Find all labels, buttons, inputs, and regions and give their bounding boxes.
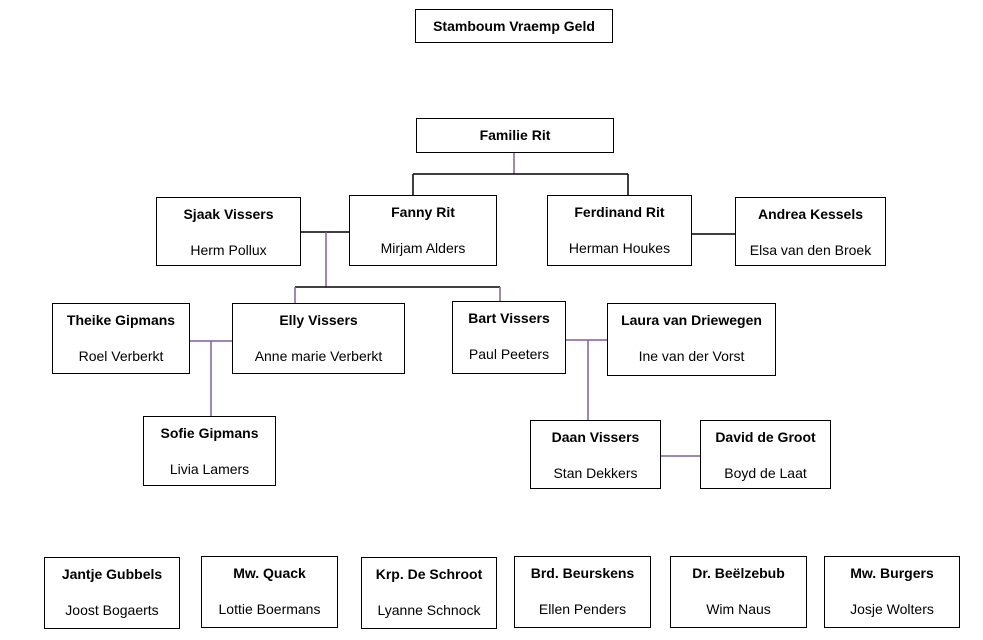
actor-name: Roel Verberkt <box>78 348 164 364</box>
character-name: Theike Gipmans <box>66 312 176 328</box>
actor-name: Ine van der Vorst <box>638 348 745 364</box>
actor-name: Stan Dekkers <box>553 465 638 481</box>
character-name: Krp. De Schroot <box>375 566 483 582</box>
character-name: Fanny Rit <box>391 204 455 220</box>
actor-name: Livia Lamers <box>169 461 250 477</box>
person-box-ferdinand: Ferdinand Rit Herman Houkes <box>547 195 692 266</box>
actor-name: Anne marie Verberkt <box>254 348 383 364</box>
actor-name: Elsa van den Broek <box>749 242 872 258</box>
character-name: Sjaak Vissers <box>183 206 274 222</box>
actor-name: Boyd de Laat <box>724 465 807 481</box>
character-name: Andrea Kessels <box>757 206 864 222</box>
person-box-laura: Laura van Driewegen Ine van der Vorst <box>607 303 776 376</box>
other-character-box: Mw. Quack Lottie Boermans <box>201 556 338 628</box>
character-name: Mw. Quack <box>233 565 306 581</box>
person-box-theike: Theike Gipmans Roel Verberkt <box>52 303 190 374</box>
character-name: Elly Vissers <box>279 312 358 328</box>
person-box-david: David de Groot Boyd de Laat <box>700 420 831 489</box>
other-character-box: Brd. Beurskens Ellen Penders <box>514 556 651 628</box>
actor-name: Joost Bogaerts <box>65 602 159 618</box>
actor-name: Mirjam Alders <box>380 240 466 256</box>
family-name: Familie Rit <box>479 127 551 143</box>
character-name: Daan Vissers <box>551 429 640 445</box>
actor-name: Paul Peeters <box>468 346 550 362</box>
person-box-sofie: Sofie Gipmans Livia Lamers <box>143 416 276 486</box>
person-box-sjaak: Sjaak Vissers Herm Pollux <box>156 197 301 266</box>
character-name: Bart Vissers <box>468 310 550 326</box>
character-name: Jantje Gubbels <box>61 566 163 582</box>
actor-name: Ellen Penders <box>538 601 627 617</box>
other-character-box: Dr. Beëlzebub Wim Naus <box>670 556 807 628</box>
character-name: Mw. Burgers <box>850 565 934 581</box>
other-character-box: Krp. De Schroot Lyanne Schnock <box>361 557 497 629</box>
actor-name: Herm Pollux <box>190 242 267 258</box>
character-name: Brd. Beurskens <box>530 565 635 581</box>
character-name: Dr. Beëlzebub <box>692 565 785 581</box>
character-name: David de Groot <box>715 429 816 445</box>
person-box-bart: Bart Vissers Paul Peeters <box>452 301 566 374</box>
actor-name: Herman Houkes <box>568 240 671 256</box>
character-name: Sofie Gipmans <box>160 425 259 441</box>
character-name: Ferdinand Rit <box>574 204 665 220</box>
actor-name: Wim Naus <box>706 601 771 617</box>
person-box-elly: Elly Vissers Anne marie Verberkt <box>232 303 405 374</box>
actor-name: Lyanne Schnock <box>377 602 481 618</box>
other-character-box: Mw. Burgers Josje Wolters <box>824 556 960 628</box>
page-title: Stamboum Vraemp Geld <box>415 9 613 43</box>
actor-name: Lottie Boermans <box>218 601 321 617</box>
other-character-box: Jantje Gubbels Joost Bogaerts <box>44 557 180 629</box>
actor-name: Josje Wolters <box>850 601 934 617</box>
person-box-andrea: Andrea Kessels Elsa van den Broek <box>735 197 886 266</box>
character-name: Laura van Driewegen <box>621 312 762 328</box>
family-root-box: Familie Rit <box>416 118 614 153</box>
person-box-daan: Daan Vissers Stan Dekkers <box>530 420 661 489</box>
person-box-fanny: Fanny Rit Mirjam Alders <box>349 195 497 266</box>
